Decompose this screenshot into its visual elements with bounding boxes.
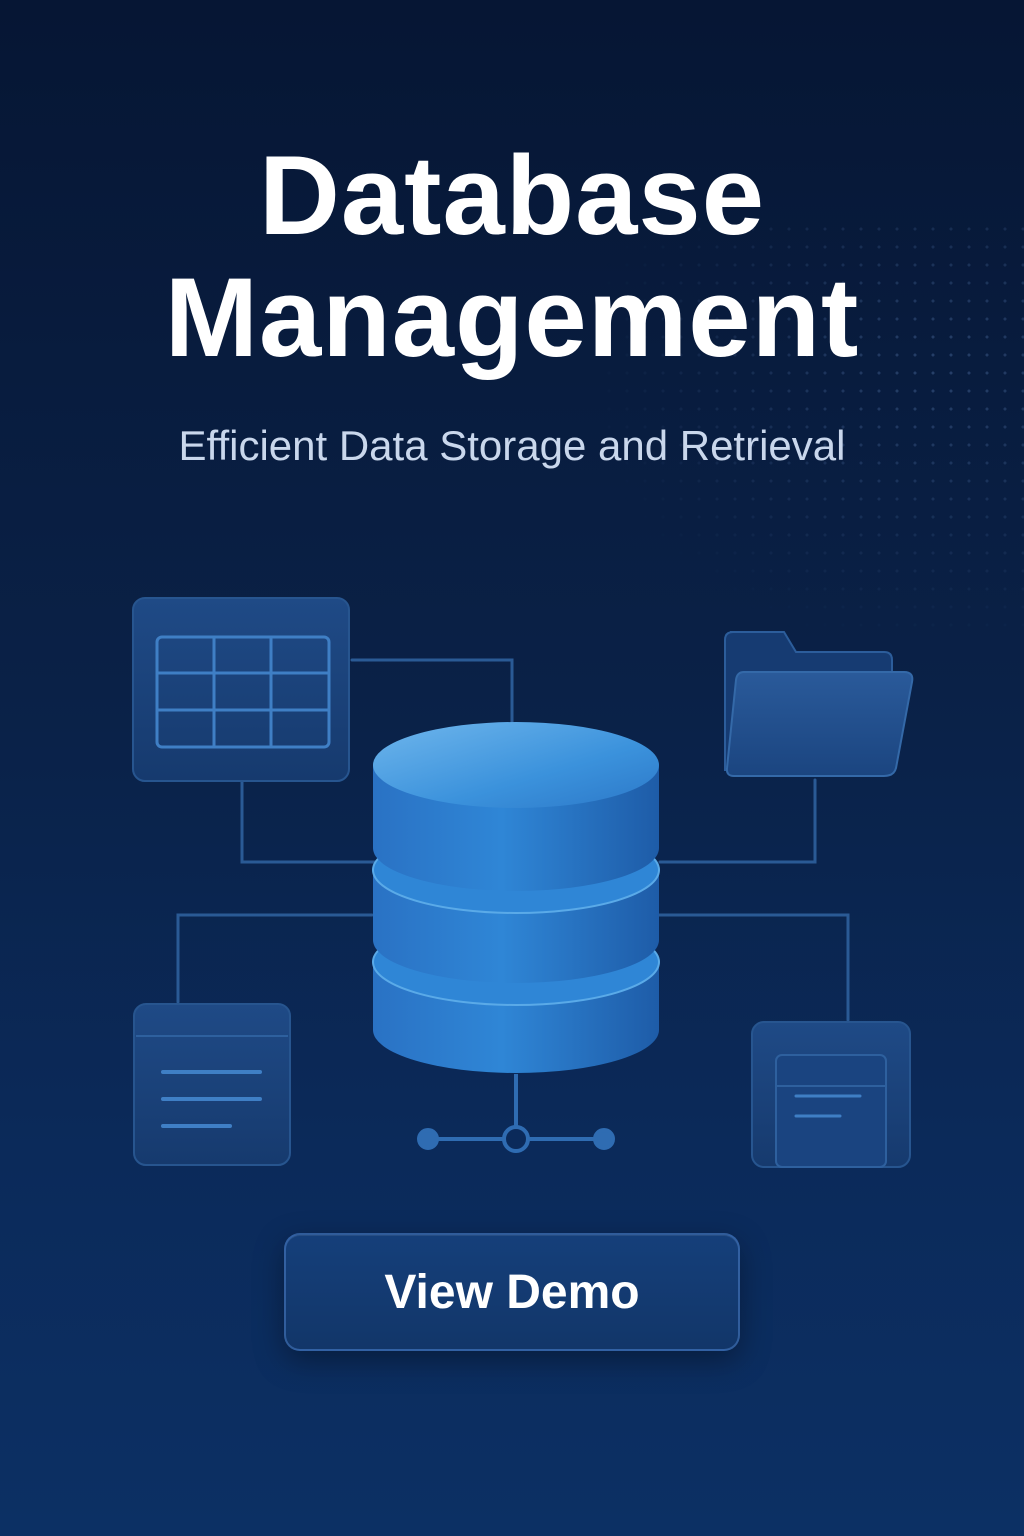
network-node-icon (417, 1074, 615, 1153)
connector-lines (176, 658, 850, 1022)
page-subtitle: Efficient Data Storage and Retrieval (178, 422, 846, 469)
table-grid-icon (132, 597, 350, 782)
database-illustration (132, 597, 914, 1168)
folder-icon (724, 631, 914, 777)
page-title-line-1: Database (258, 133, 766, 258)
window-icon (751, 1021, 911, 1168)
database-icon (372, 722, 660, 1073)
dot-pattern-decoration (600, 220, 1024, 640)
document-icon (133, 1003, 291, 1166)
view-demo-button[interactable]: View Demo (284, 1233, 740, 1351)
page-title-line-2: Management (164, 255, 860, 380)
